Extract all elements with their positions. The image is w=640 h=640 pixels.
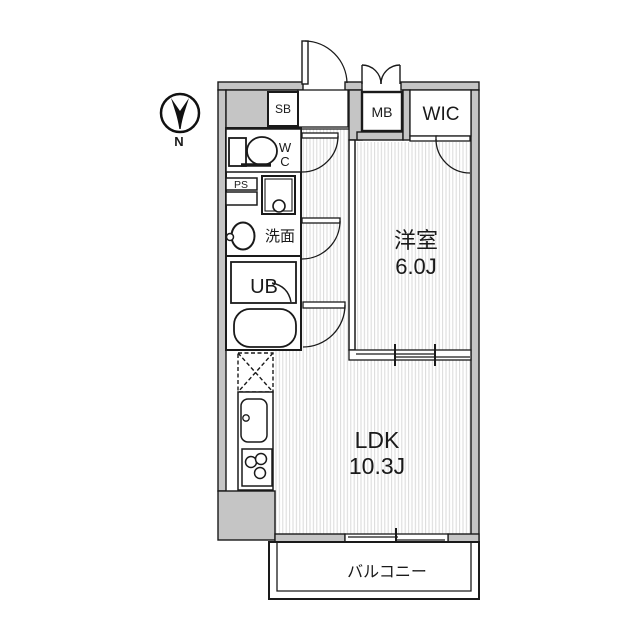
shoe-box — [267, 91, 299, 127]
shoe-box-label: SB — [275, 102, 291, 116]
bedroom-size-label: 6.0J — [395, 254, 437, 279]
entrance-door-icon — [301, 40, 348, 85]
pipe-space-label: PS — [234, 179, 248, 191]
entrance-floor — [297, 89, 349, 128]
meter-box-doors-icon — [361, 64, 401, 85]
basin-bowl — [230, 221, 256, 251]
washroom-label: 洗面 — [265, 228, 295, 245]
washroom-door-icon — [301, 217, 341, 260]
entrance-door-leaf — [301, 40, 309, 85]
utility-box — [225, 191, 258, 206]
washer-drain — [272, 199, 286, 213]
bathtub-icon — [233, 308, 297, 348]
partition-sliding-door-icon — [348, 344, 472, 366]
toilet-bowl — [246, 136, 278, 166]
stove-burner-2 — [254, 452, 268, 466]
wic-label: WIC — [423, 104, 460, 125]
wc-label-line1: W — [279, 140, 292, 155]
washroom-door-arc — [301, 220, 341, 260]
kitchen-faucet — [242, 414, 250, 422]
wc-label-line2: C — [280, 154, 289, 169]
wic-door-leaf — [435, 135, 471, 142]
ldk-door-leaf — [302, 301, 346, 309]
toilet-icon — [228, 136, 278, 167]
north-label: N — [174, 134, 183, 149]
wall-top-right — [400, 81, 480, 91]
basin-faucet — [225, 232, 235, 242]
refrigerator-space-icon — [237, 352, 274, 393]
balcony-outline — [268, 541, 480, 600]
unit-bath-inner — [230, 261, 297, 304]
floor-ldk — [273, 350, 471, 534]
compass-needle — [171, 98, 189, 129]
wall-right — [470, 89, 480, 543]
wall-bottom-left — [274, 533, 346, 543]
entrance-door-arc — [304, 40, 348, 84]
washing-machine-icon — [261, 175, 296, 215]
bedroom-label: 洋室 — [394, 228, 438, 253]
wic-door-arc — [435, 138, 471, 174]
ldk-label: LDK — [355, 427, 400, 453]
wall-mb-bottom — [356, 131, 404, 141]
compass-circle — [159, 92, 201, 134]
basin-sink-icon — [225, 221, 256, 251]
unit-bath-label: UB — [250, 276, 278, 298]
walls — [217, 81, 480, 543]
floor-hallway — [302, 129, 349, 352]
wc-door-arc — [301, 135, 339, 173]
wall-top-left — [217, 81, 304, 91]
wall-wic-bottom — [409, 135, 438, 142]
balcony-inner-rail — [276, 542, 472, 592]
meter-box-label: MB — [372, 104, 393, 120]
balcony-label: バルコニー — [347, 564, 427, 581]
unit-bath-door-arc — [271, 282, 292, 303]
floor-areas — [273, 128, 471, 534]
kitchen-counter — [237, 391, 274, 491]
pipe-space-box — [225, 177, 258, 191]
wc-door-icon — [301, 132, 339, 173]
kitchen-sink-icon — [240, 398, 268, 443]
sliding-door-frame — [348, 349, 472, 361]
floor-bedroom — [355, 142, 471, 350]
wall-left — [217, 89, 227, 492]
toilet-tank — [228, 137, 247, 167]
stove-burner-3 — [253, 466, 267, 480]
wc-door-leaf — [301, 132, 339, 139]
compass-icon: N — [159, 92, 201, 149]
fridge-diag-2 — [237, 352, 274, 393]
wic-room — [409, 89, 472, 137]
wall-top-mid — [344, 81, 363, 91]
ldk-size-label: 10.3J — [349, 453, 405, 479]
wall-bedroom-left — [348, 139, 356, 351]
meter-box — [360, 90, 404, 133]
mb-door-arc-right — [380, 64, 401, 85]
wall-bottom-right — [447, 533, 480, 543]
wic-door-icon — [409, 135, 471, 174]
washroom-door-leaf — [301, 217, 341, 224]
balcony-area: バルコニー — [268, 541, 480, 600]
wall-mb-wic — [402, 89, 411, 141]
wall-bottom-block — [217, 490, 276, 541]
ldk-door-icon — [302, 301, 346, 348]
ldk-door-arc — [302, 304, 346, 348]
